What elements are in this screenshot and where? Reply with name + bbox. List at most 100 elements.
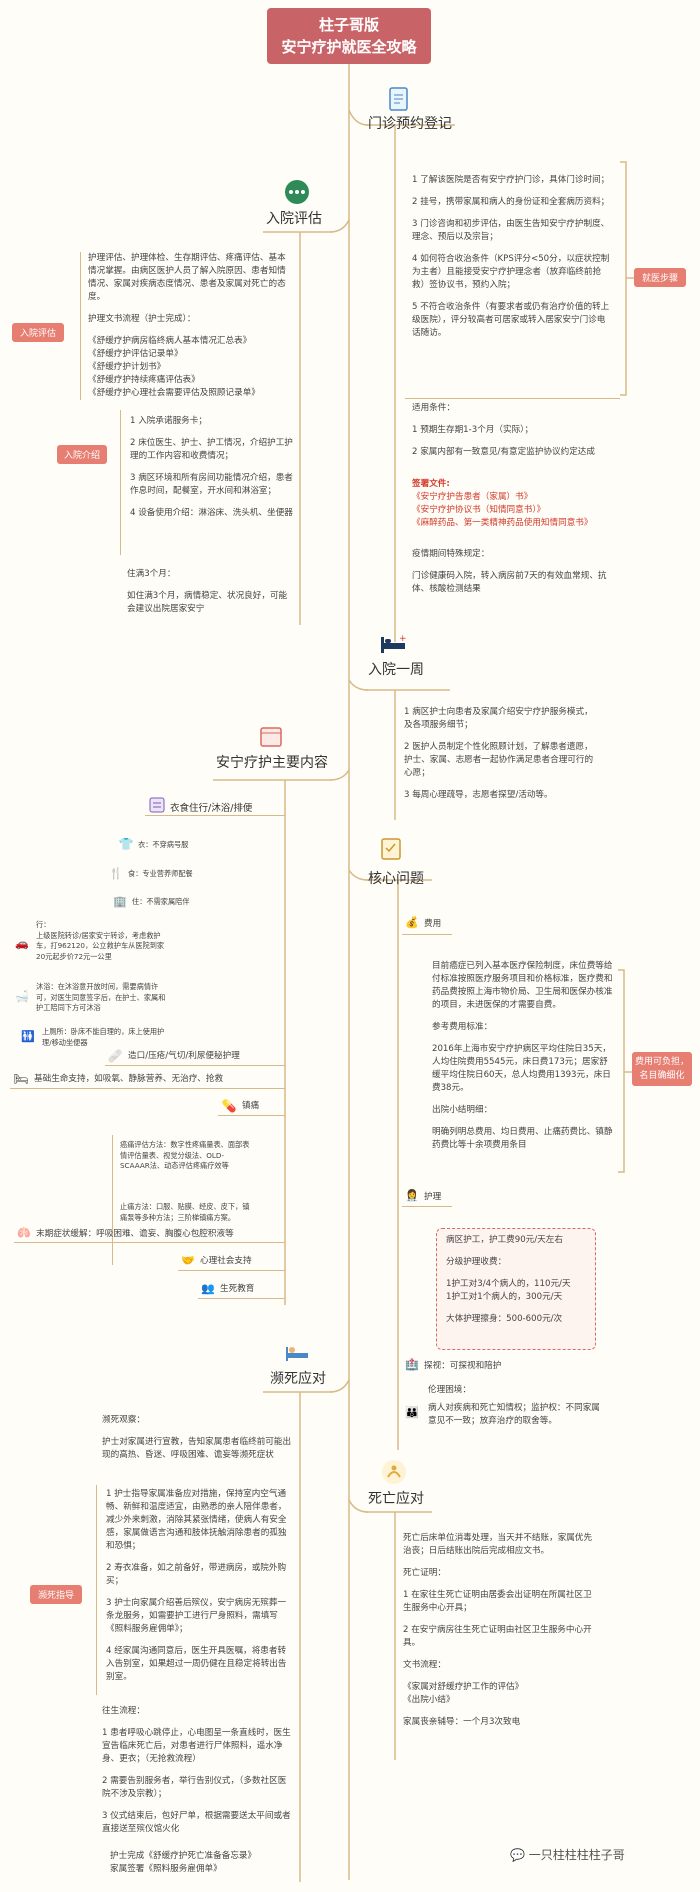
b7-block: 死亡后床单位消毒处理，当天并不结账，家属优先治丧；日后结账出院后完成相应文书。 … [403, 1532, 598, 1738]
checklist-icon [378, 836, 404, 862]
money-icon: 💰 [405, 915, 419, 929]
b6-death-item: 3 仪式结束后，包好尸单，根据需要送太平间或者直接送至殡仪馆火化 [102, 1811, 291, 1834]
b5-home: 大体护理擦身：500-600元/次 [446, 1314, 563, 1324]
b1-epi-title: 疫情期间特殊规定： [412, 549, 490, 559]
b1-steps: 1 了解该医院是否有安宁疗护门诊，具体门诊时间； 2 挂号，携带家属和病人的身份… [412, 174, 612, 349]
b1-epi-text: 门诊健康码入院，转入病房前7天的有效血常规、抗体、核酸检测结果 [412, 571, 607, 594]
b6-guide: 1 护士指导家属准备应对措施，保持室内空气通畅、新鲜和温度适宜，由熟悉的亲人陪伴… [106, 1488, 292, 1693]
b6-death-item: 2 需要告别服务者，举行告别仪式，（多数社区医院不涉及宗教）； [102, 1776, 287, 1799]
b1-apply-title: 适用条件： [412, 403, 455, 413]
b5-fee: 费用 [424, 919, 442, 929]
b4-yi: 衣：不穿病号服 [138, 840, 189, 849]
car-icon: 🚗 [15, 936, 29, 950]
b6-death: 往生流程： 1 患者呼吸心跳停止，心电图呈一条直线时，医生宣告临床死亡后，对患者… [102, 1705, 294, 1845]
b4-stoma: 造口/压疮/气切/利尿便秘护理 [128, 1051, 240, 1061]
dots-icon [283, 178, 311, 206]
b1-step: 2 挂号，携带家属和病人的身份证和全套病历资料； [412, 197, 610, 207]
b6-death-item: 1 患者呼吸心跳停止，心电图呈一条直线时，医生宣告临床死亡后，对患者进行尸体照料… [102, 1728, 291, 1764]
b5-ethic: 伦理困境： [428, 1385, 471, 1395]
b7-cert-item: 2 在安宁病房往生死亡证明由社区卫生服务中心开具。 [403, 1625, 592, 1648]
root-title: 柱子哥版 安宁疗护就医全攻略 [267, 8, 431, 64]
b2-intro-item: 3 病区环境和所有房间功能情况介绍，患者作息时间，配餐室，开水间和淋浴室； [130, 473, 293, 496]
b5-tag: 费用可负担，名目确细化 [632, 1052, 692, 1086]
b1-epi: 疫情期间特殊规定： 门诊健康码入院，转入病房前7天的有效血常规、抗体、核酸检测结… [412, 548, 612, 605]
b4-edu: 生死教育 [220, 1284, 255, 1294]
b7-doc: 《家属对舒缓疗护工作的评估》 《出院小结》 [403, 1682, 524, 1705]
b5-grade: 分级护理收费： [446, 1257, 507, 1267]
b7-heading: 死亡应对 [368, 1491, 424, 1507]
b4-psych: 心理社会支持 [200, 1256, 252, 1266]
b5-care-fee: 病区护工，护工费90元/天左右 [446, 1235, 563, 1245]
b1-apply: 适用条件： 1 预期生存期1-3个月（实际）； 2 家属内部有一致意见/有意定监… [412, 402, 612, 468]
b5-bill-title: 出院小结明细： [432, 1105, 493, 1115]
b1-sign-item: 《麻醉药品、第一类精神药品使用知情同意书》 [412, 518, 593, 528]
b6-guide-item: 3 护士向家属介绍善后殡仪，安宁病房无殡葬一条龙服务，如需要护工进行尸身照料，需… [106, 1598, 287, 1634]
education-icon: 👥 [201, 1281, 215, 1295]
b1-step: 1 了解该医院是否有安宁疗护门诊，具体门诊时间； [412, 175, 610, 185]
bed-icon: 🛏 [13, 1072, 29, 1086]
watermark: 💬 一只柱柱柱柱子哥 [510, 1846, 625, 1863]
b7-doc-title: 文书流程： [403, 1660, 446, 1670]
family-icon: 👪 [405, 1405, 419, 1419]
b7-cert-item: 1 在家往生死亡证明由居委会出证明在所属社区卫生服务中心开具； [403, 1590, 592, 1613]
b4-pain: 镇痛 [242, 1101, 260, 1111]
b1-step: 5 不符合收治条件（有要求者或仍有治疗价值的转上级医院），评分较高者可居家或转入… [412, 302, 610, 338]
visit-icon: 🏥 [405, 1357, 419, 1371]
b6-guide-item: 4 经家属沟通同意后，医生开具医嘱，将患者转入告别室，如果超过一周仍健在且稳定将… [106, 1646, 287, 1682]
b5-ref-title: 参考费用标准： [432, 1022, 493, 1032]
b3-heading: 入院一周 [368, 662, 424, 678]
b2-full-title: 住满3个月： [127, 569, 176, 579]
b4-basic: 基础生命支持，如吸氧、静脉营养、无治疗、抢救 [34, 1074, 224, 1084]
b6-form: 护士完成《舒缓疗护死亡准备备忘录》 家属签署《照料服务雇佣单》 [110, 1851, 257, 1874]
b5-ref: 2016年上海市安宁疗护病区平均住院日35天，人均住院费用5545元，床日费17… [432, 1044, 611, 1093]
b5-care-box [436, 1228, 596, 1350]
b2-doc-item: 《舒缓疗护计划书》 [88, 362, 166, 372]
b6-death-title: 往生流程： [102, 1706, 145, 1716]
b2-intro-item: 2 床位医生、护士、护工情况，介绍护工护理的工作内容和收费情况； [130, 438, 293, 461]
b4-heading: 安宁疗护主要内容 [216, 755, 328, 771]
b4-pain2: 止痛方法：口服、贴膜、经皮、皮下，镇痛泵等多种方法；三阶梯镇痛方案。 [120, 1202, 250, 1222]
b2-tag1: 入院评估 [12, 323, 64, 342]
b2-full: 住满3个月： 如住满3个月，病情稳定、状况良好，可能会建议出院居家安宁 [127, 568, 295, 625]
b4-shi: 食：专业营养师配餐 [128, 869, 193, 878]
b6-tag: 濒死指导 [30, 1585, 82, 1604]
b1-sign-title: 签署文件: [412, 479, 450, 489]
b3-item: 3 每周心理疏导，志愿者探望/活动等。 [404, 790, 553, 800]
b4-final: 末期症状缓解：呼吸困难、谵妄、胸腹心包腔积液等 [36, 1229, 234, 1239]
food-icon: 🍴 [109, 866, 123, 880]
b5-care: 护理 [424, 1192, 442, 1202]
document-icon [385, 85, 413, 113]
toilet-icon: 🚻 [21, 1029, 35, 1043]
calendar-icon [258, 723, 284, 749]
patient-bed-icon [283, 1338, 311, 1366]
b3-item: 2 医护人员制定个性化照顾计划，了解患者遗愿，护士、家属、志愿者一起协作满足患者… [404, 742, 594, 778]
b5-bill: 明确列明总费用、均日费用、止痛药费比、镇静药费比等十余项费用条目 [432, 1127, 613, 1150]
b2-doc-item: 《舒缓疗护持续疼痛评估表》 [88, 375, 200, 385]
b2-docs-title: 护理文书流程（护士完成）： [88, 314, 196, 324]
b5-fee-text: 目前癌症已列入基本医疗保险制度，床位费等给付标准按照医疗服务项目和价格标准，医疗… [432, 961, 613, 1010]
b5-grade-detail: 1护工对3/4个病人的，110元/天 1护工对1个病人的，300元/天 [446, 1279, 571, 1302]
b2-assess-text: 护理评估、护理体检、生存期评估、疼痛评估、基本情况掌握。由病区医护人员了解入院原… [88, 253, 286, 302]
b2-intro-item: 1 入院承诺服务卡； [130, 416, 207, 426]
b4-pain1: 癌痛评估方法：数字性疼痛量表、面部表情评估量表、视觉分级法、OLD-SCAAAR… [120, 1140, 250, 1170]
b1-step: 3 门诊咨询和初步评估，由医生告知安宁疗护制度、理念、预后以及宗旨； [412, 219, 610, 242]
b7-grief: 家属丧亲辅导：一个月3次致电 [403, 1717, 521, 1727]
b4-zhu: 住：不需家属陪伴 [132, 897, 190, 906]
b5-heading: 核心问题 [368, 871, 424, 887]
schedule-icon [148, 796, 166, 814]
b2-intro-item: 4 设备使用介绍：淋浴床、洗头机、坐便器 [130, 508, 293, 518]
b2-tag2: 入院介绍 [57, 445, 107, 464]
b6-guide-item: 1 护士指导家属准备应对措施，保持室内空气通畅、新鲜和温度适宜，由熟悉的亲人陪伴… [106, 1489, 287, 1551]
b2-doc-item: 《舒缓疗护病房临终病人基本情况汇总表》 [88, 336, 252, 346]
hands-icon [380, 1458, 408, 1486]
b1-tag: 就医步骤 [634, 268, 686, 287]
b4-xing: 行： 上级医院转诊/居家安宁转诊，考虑救护车，打962120，公立救护车从医院到… [36, 920, 165, 961]
watermark-text: 一只柱柱柱柱子哥 [528, 1848, 625, 1862]
b6-obs-text: 护士对家属进行宣教，告知家属患者临终前可能出现的高热、昏迷、呼吸困难、谵妄等濒死… [102, 1437, 292, 1460]
b5-visit: 探视：可探视和陪护 [424, 1361, 502, 1371]
b1-step: 4 如何符合收治条件（KPS评分<50分，以症状控制为主者）且能接受安宁疗护理念… [412, 254, 610, 290]
b2-full-text: 如住满3个月，病情稳定、状况良好，可能会建议出院居家安宁 [127, 591, 288, 614]
b6-obs-title: 濒死观察： [102, 1415, 145, 1425]
b1-apply-item: 1 预期生存期1-3个月（实际）； [412, 425, 534, 435]
